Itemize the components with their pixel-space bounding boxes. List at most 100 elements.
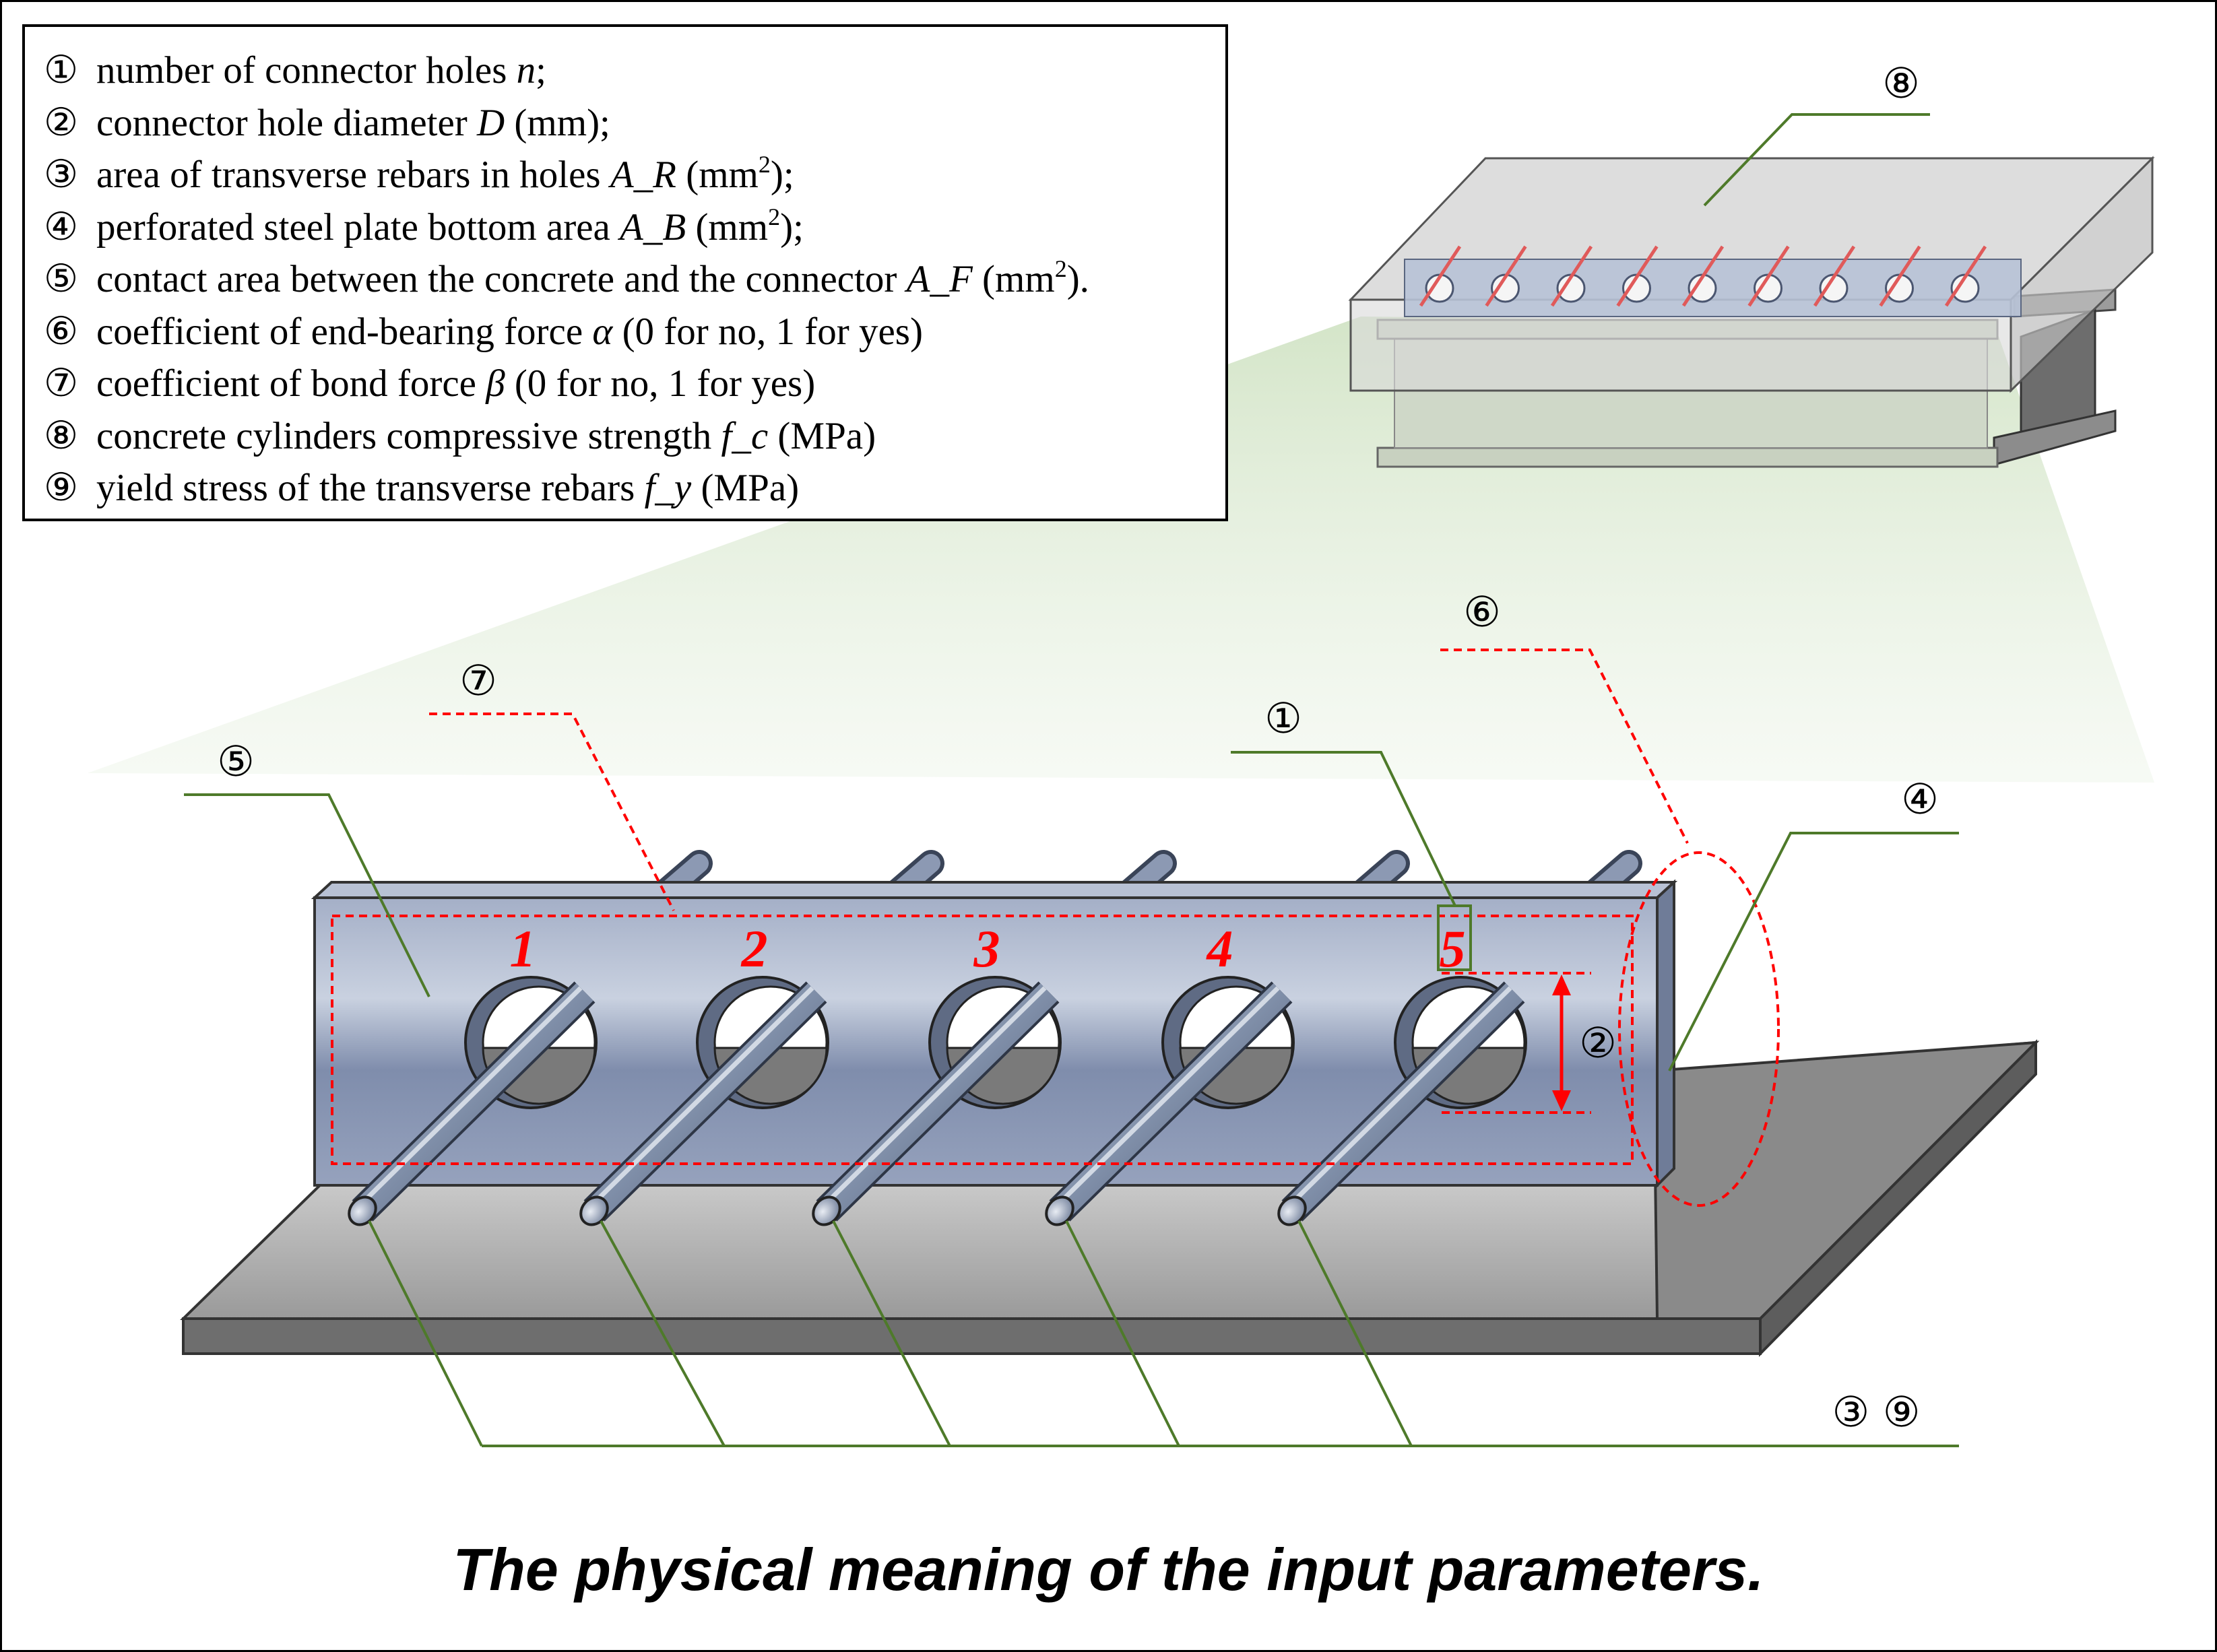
callout-7: ⑦ — [459, 656, 497, 705]
small-rebar — [1944, 245, 1987, 307]
small-rebar — [1681, 245, 1725, 307]
legend-text: coefficient of bond force — [96, 362, 486, 405]
legend-text: area of transverse rebars in holes — [96, 154, 610, 196]
rebar-leader-line — [368, 1220, 483, 1447]
small-rebar — [1879, 245, 1921, 307]
rebar-shine — [588, 986, 814, 1209]
legend-text-after: (MPa) — [768, 414, 876, 457]
rebar-leader-line — [1065, 1220, 1180, 1447]
legend-number: ⑨ — [44, 467, 79, 509]
rebar-end-cap — [1277, 1195, 1307, 1226]
legend-text-after: (mm); — [505, 101, 610, 144]
hole-number-label: 2 — [741, 919, 768, 978]
legend-text-tail: ); — [770, 154, 794, 196]
rebar-leader-line — [1297, 1220, 1413, 1447]
legend-text-tail: ); — [780, 205, 804, 249]
callout-2: ② — [1579, 1018, 1617, 1067]
legend-symbol: A_F — [906, 258, 973, 300]
legend-symbol: n — [516, 49, 536, 92]
legend-text-after: (MPa) — [691, 467, 800, 509]
legend-text-after: (0 for no, 1 for yes) — [505, 362, 816, 405]
legend-symbol: D — [477, 101, 505, 144]
legend-item: ⑨ yield stress of the transverse rebars f… — [44, 462, 1225, 515]
legend-text: yield stress of the transverse rebars — [96, 467, 645, 509]
rebar-shine — [1054, 986, 1280, 1209]
legend-text-after: (mm — [676, 154, 759, 196]
callout-5: ⑤ — [217, 737, 255, 786]
bond-area-dashed — [331, 915, 1634, 1165]
legend-superscript: 2 — [768, 203, 781, 230]
leader-7 — [429, 713, 675, 911]
legend-symbol: A_R — [610, 154, 676, 196]
rebar-end-cap — [579, 1195, 609, 1226]
legend-symbol: A_B — [620, 205, 686, 249]
leader-6 — [1440, 649, 1689, 844]
composite-beam-overview: ⑧ — [1348, 59, 2155, 468]
small-rebar — [1550, 245, 1593, 307]
rebar-shine — [356, 986, 583, 1209]
callout-3-9: ③ ⑨ — [1832, 1387, 1921, 1436]
legend-superscript: 2 — [1054, 255, 1067, 282]
rebar-leader-line — [600, 1220, 726, 1447]
hole-number-label: 3 — [973, 919, 1000, 978]
legend-symbol: f_c — [721, 414, 769, 457]
rebar-shine — [821, 986, 1047, 1209]
legend-number: ② — [44, 101, 79, 144]
legend-text-tail: ). — [1066, 258, 1089, 300]
rebar-end-cap — [812, 1195, 841, 1226]
front-rebars — [348, 981, 1525, 1226]
rebar-leader-line — [832, 1220, 951, 1447]
dimension-arrowhead-bottom — [1552, 1090, 1571, 1111]
small-rebar — [1747, 245, 1790, 307]
small-rebar — [1419, 245, 1462, 307]
legend-symbol: f_y — [644, 467, 692, 509]
end-bearing-ellipse — [1618, 851, 1780, 1207]
legend-item: ⑧ concrete cylinders compressive strength… — [44, 410, 1225, 463]
rebar-body — [818, 983, 1058, 1220]
legend-number: ⑥ — [44, 310, 79, 353]
leader-8 — [1703, 113, 1930, 207]
small-rebar — [1813, 245, 1856, 307]
small-rebar — [1485, 245, 1527, 307]
legend-text: concrete cylinders compressive strength — [96, 414, 721, 457]
small-rebar — [1616, 245, 1659, 307]
legend-text: perforated steel plate bottom area — [96, 205, 620, 249]
legend-number: ⑦ — [44, 362, 79, 405]
hole-number-label: 5 — [1440, 919, 1466, 978]
rebar-end-cap — [1045, 1195, 1074, 1226]
rebar-body — [354, 983, 593, 1220]
legend-item: ② connector hole diameter D (mm); — [44, 97, 1225, 150]
legend-number: ⑤ — [44, 258, 79, 300]
rebar-shine — [1286, 986, 1512, 1209]
rebar-body — [585, 983, 825, 1220]
legend-text: coefficient of end-bearing force — [96, 310, 593, 353]
legend-number: ④ — [44, 205, 79, 249]
callout-4: ④ — [1901, 774, 1939, 824]
hole-number-label: 1 — [510, 919, 536, 978]
legend-number: ⑧ — [44, 414, 79, 457]
legend-text-after: ; — [536, 49, 546, 92]
leader-4 — [1668, 832, 1959, 1071]
callout-1: ① — [1264, 694, 1302, 743]
base-plate-front — [182, 1317, 1762, 1355]
legend-superscript: 2 — [758, 151, 771, 178]
rebar-leaders — [368, 1220, 1413, 1447]
legend-number: ③ — [44, 154, 79, 196]
small-holes-group — [1419, 245, 1987, 307]
rebar-end-cap — [348, 1195, 377, 1226]
leader-5 — [184, 793, 430, 997]
figure-caption: The physical meaning of the input parame… — [453, 1536, 1764, 1603]
rebar-body — [1283, 983, 1523, 1220]
legend-text-after: (mm — [686, 205, 769, 249]
legend-text: connector hole diameter — [96, 101, 477, 144]
callout-8: ⑧ — [1882, 59, 1920, 108]
